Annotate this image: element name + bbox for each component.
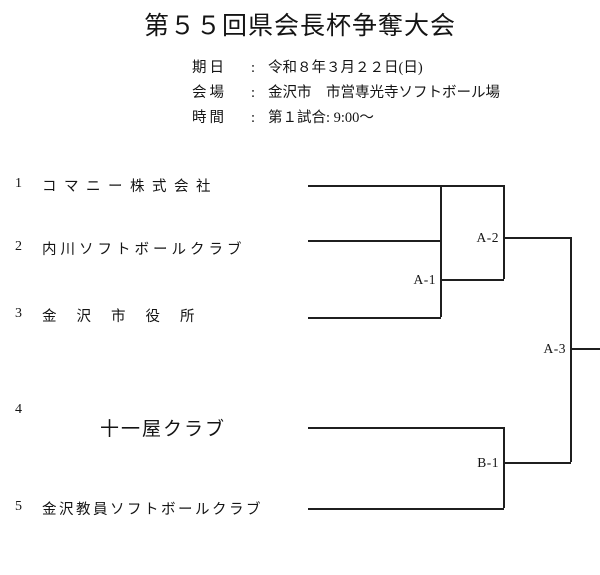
bracket-connector-a2 bbox=[503, 185, 505, 279]
info-row-date: 期日 : 令和８年３月２２日(日) bbox=[192, 56, 500, 81]
match-label-a1: A-1 bbox=[413, 272, 436, 287]
team-number-1: 1 bbox=[15, 176, 22, 191]
info-value-time: 第１試合: 9:00〜 bbox=[268, 110, 374, 126]
bracket-connector-a1 bbox=[440, 185, 442, 317]
feed-line-team-5 bbox=[308, 508, 504, 510]
advance-line-b1 bbox=[503, 462, 571, 464]
info-label-time: 時間 bbox=[192, 110, 227, 126]
advance-line-a2 bbox=[503, 237, 571, 239]
match-label-a2: A-2 bbox=[476, 230, 499, 245]
advance-line-a1 bbox=[440, 279, 504, 281]
info-row-time: 時間 : 第１試合: 9:00〜 bbox=[192, 106, 500, 131]
info-value-venue: 金沢市 市営専光寺ソフトボール場 bbox=[268, 85, 500, 101]
info-label-date: 期日 bbox=[192, 60, 227, 76]
team-name-2: 内川ソフトボールクラブ bbox=[42, 242, 246, 258]
bracket-connector-b1 bbox=[503, 427, 505, 508]
feed-line-team-1 bbox=[308, 185, 504, 187]
info-colon-date: : bbox=[250, 60, 256, 76]
feed-line-team-2 bbox=[308, 240, 441, 242]
feed-line-team-3 bbox=[308, 317, 441, 319]
team-name-1: コマニー株式会社 bbox=[42, 179, 218, 195]
match-label-a3: A-3 bbox=[543, 341, 566, 356]
team-number-2: 2 bbox=[15, 239, 22, 254]
feed-line-team-4 bbox=[308, 427, 504, 429]
info-colon-time: : bbox=[250, 110, 256, 126]
info-colon-venue: : bbox=[250, 85, 256, 101]
team-number-3: 3 bbox=[15, 306, 22, 321]
team-number-4: 4 bbox=[15, 402, 22, 417]
info-row-venue: 会場 : 金沢市 市営専光寺ソフトボール場 bbox=[192, 81, 500, 106]
team-number-5: 5 bbox=[15, 499, 22, 514]
team-name-5: 金沢教員ソフトボールクラブ bbox=[42, 502, 263, 518]
advance-line-a3-final bbox=[570, 348, 600, 350]
team-name-3: 金沢市役所 bbox=[42, 309, 215, 325]
info-value-date: 令和８年３月２２日(日) bbox=[268, 60, 423, 76]
team-name-4: 十一屋クラブ bbox=[100, 419, 227, 440]
event-info-block: 期日 : 令和８年３月２２日(日) 会場 : 金沢市 市営専光寺ソフトボール場 … bbox=[192, 56, 500, 131]
match-label-b1: B-1 bbox=[477, 455, 499, 470]
page-title: 第５５回県会長杯争奪大会 bbox=[143, 13, 456, 40]
info-label-venue: 会場 bbox=[192, 85, 227, 101]
